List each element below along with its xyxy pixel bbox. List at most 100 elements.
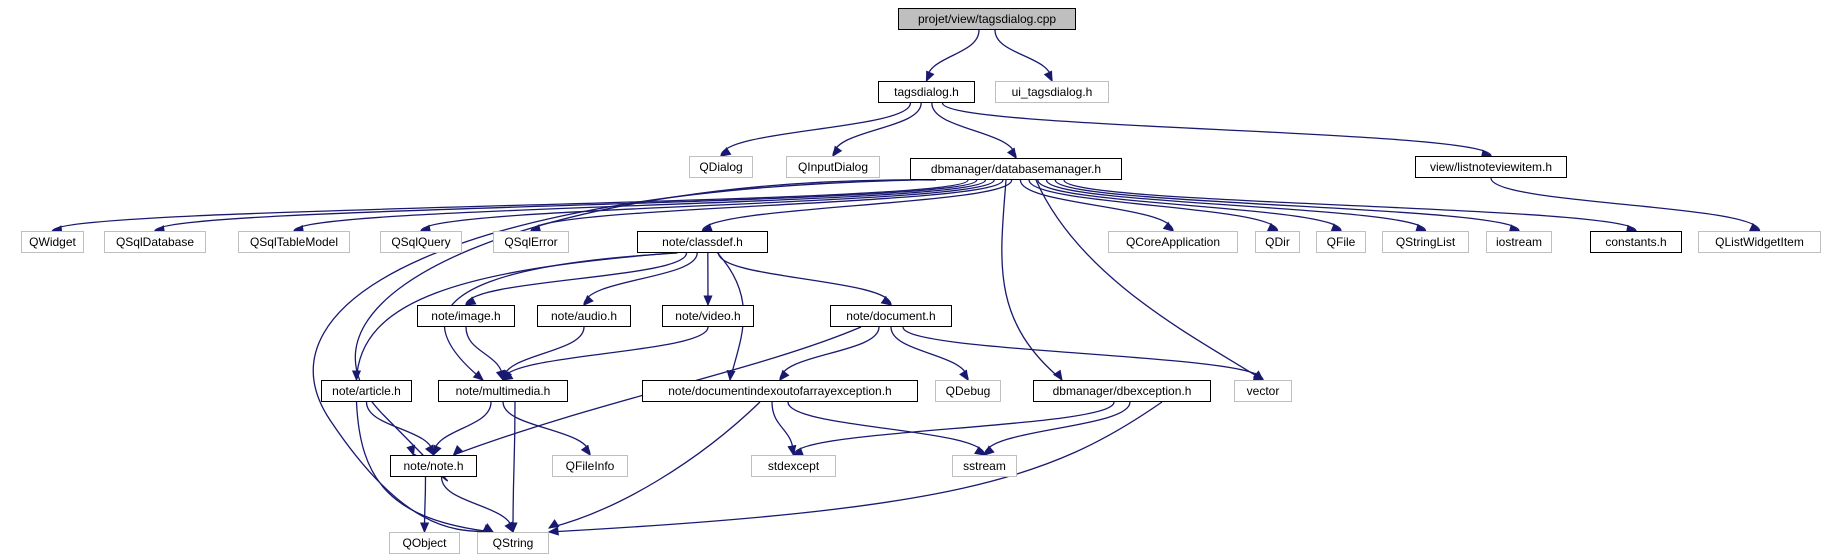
arrowhead-databasemanager-to-qdir bbox=[1266, 222, 1279, 232]
arrowhead-docexc-to-qstring bbox=[547, 519, 560, 529]
edge-article-to-note bbox=[365, 401, 435, 456]
edge-classdef-to-multimedia bbox=[443, 252, 678, 381]
node-multimedia[interactable]: note/multimedia.h bbox=[438, 380, 568, 402]
node-qfileinfo: QFileInfo bbox=[552, 455, 628, 477]
node-listnoteviewitem[interactable]: view/listnoteviewitem.h bbox=[1415, 156, 1567, 178]
edge-databasemanager-to-dbexception bbox=[1001, 179, 1063, 381]
arrowhead-document-to-docexc bbox=[779, 369, 790, 382]
edge-listnoteviewitem-to-qlistwidgetitem bbox=[1490, 177, 1761, 232]
edge-article-to-qstring bbox=[355, 401, 494, 533]
edge-databasemanager-to-vector bbox=[1035, 179, 1264, 381]
node-classdef[interactable]: note/classdef.h bbox=[637, 231, 768, 253]
node-article[interactable]: note/article.h bbox=[321, 380, 412, 402]
edge-docexc-to-qstring bbox=[548, 401, 761, 529]
arrowhead-classdef-to-audio bbox=[583, 294, 594, 306]
arrowhead-databasemanager-to-note bbox=[406, 444, 416, 457]
node-qsqldatabase: QSqlDatabase bbox=[104, 231, 206, 253]
node-sstream: sstream bbox=[952, 455, 1017, 477]
node-qwidget: QWidget bbox=[21, 231, 84, 253]
arrowhead-multimedia-to-note bbox=[432, 444, 442, 457]
node-databasemanager[interactable]: dbmanager/databasemanager.h bbox=[910, 158, 1122, 180]
node-qdialog: QDialog bbox=[689, 156, 753, 178]
edge-video-to-multimedia bbox=[502, 326, 709, 381]
node-qsqltablemodel: QSqlTableModel bbox=[238, 231, 350, 253]
node-audio[interactable]: note/audio.h bbox=[537, 305, 631, 327]
edge-tagsdialog-to-qdialog bbox=[720, 102, 912, 157]
node-stdexcept: stdexcept bbox=[751, 455, 836, 477]
edge-databasemanager-to-qsqlquery bbox=[420, 179, 995, 232]
edge-databasemanager-to-qcoreapplication bbox=[1019, 179, 1174, 232]
arrowhead-listnoteviewitem-to-qlistwidgetitem bbox=[1748, 222, 1761, 232]
arrowhead-note-to-qstring bbox=[504, 521, 514, 534]
arrowhead-article-to-note bbox=[424, 444, 435, 457]
node-image[interactable]: note/image.h bbox=[417, 305, 515, 327]
node-docexc[interactable]: note/documentindexoutofarrayexception.h bbox=[642, 380, 918, 402]
node-constants[interactable]: constants.h bbox=[1590, 231, 1682, 253]
node-qdir: QDir bbox=[1255, 231, 1300, 253]
arrowhead-root-to-tagsdialog bbox=[925, 70, 935, 83]
node-vector: vector bbox=[1234, 380, 1292, 402]
arrowhead-classdef-to-article bbox=[351, 370, 362, 382]
edge-databasemanager-to-iostream bbox=[1054, 179, 1520, 232]
edge-classdef-to-audio bbox=[583, 252, 698, 306]
node-note[interactable]: note/note.h bbox=[390, 455, 477, 477]
edge-databasemanager-to-note bbox=[354, 179, 937, 482]
edge-multimedia-to-qfileinfo bbox=[502, 401, 591, 456]
edge-databasemanager-to-qsqldatabase bbox=[154, 179, 978, 232]
arrowhead-multimedia-to-qfileinfo bbox=[580, 444, 591, 457]
node-qfile: QFile bbox=[1316, 231, 1366, 253]
node-qsqlquery: QSqlQuery bbox=[380, 231, 462, 253]
edge-root-to-ui_tagsdialog bbox=[994, 29, 1053, 82]
edge-audio-to-multimedia bbox=[502, 326, 585, 381]
node-qstringlist: QStringList bbox=[1382, 231, 1469, 253]
edge-multimedia-to-note bbox=[432, 401, 492, 456]
node-qlistwidgetitem: QListWidgetItem bbox=[1698, 231, 1821, 253]
arrowhead-tagsdialog-to-qinputdialog bbox=[832, 145, 843, 158]
arrowhead-classdef-to-docexc bbox=[726, 370, 736, 382]
node-video[interactable]: note/video.h bbox=[662, 305, 754, 327]
arrowhead-classdef-to-document bbox=[880, 295, 893, 306]
edge-databasemanager-to-qdir bbox=[1028, 179, 1279, 232]
arrowhead-docexc-to-sstream bbox=[974, 446, 986, 456]
node-qdebug: QDebug bbox=[935, 380, 1001, 402]
arrowhead-root-to-ui_tagsdialog bbox=[1043, 70, 1053, 83]
edge-docexc-to-sstream bbox=[787, 401, 986, 456]
edge-databasemanager-to-qstringlist bbox=[1045, 179, 1427, 232]
edge-tagsdialog-to-listnoteviewitem bbox=[941, 102, 1492, 157]
arrowhead-tagsdialog-to-qdialog bbox=[719, 146, 732, 157]
edge-databasemanager-to-constants bbox=[1063, 179, 1637, 232]
edge-databasemanager-to-qwidget bbox=[51, 179, 969, 232]
node-qinputdialog: QInputDialog bbox=[786, 156, 880, 178]
node-qsqlerror: QSqlError bbox=[493, 231, 569, 253]
edge-multimedia-to-qstring bbox=[512, 401, 516, 533]
edge-dbexception-to-stdexcept bbox=[792, 401, 1115, 456]
edge-root-to-tagsdialog bbox=[925, 29, 980, 82]
node-ui_tagsdialog: ui_tagsdialog.h bbox=[995, 81, 1109, 103]
arrowhead-dbexception-to-sstream bbox=[983, 445, 995, 456]
node-dbexception[interactable]: dbmanager/dbexception.h bbox=[1033, 380, 1211, 402]
arrowhead-databasemanager-to-qcoreapplication bbox=[1162, 221, 1175, 232]
node-iostream: iostream bbox=[1486, 231, 1552, 253]
edge-note-to-qstring bbox=[440, 476, 514, 533]
arrowhead-dbexception-to-qstring bbox=[547, 526, 559, 536]
edge-document-to-docexc bbox=[779, 326, 880, 381]
node-root[interactable]: projet/view/tagsdialog.cpp bbox=[898, 8, 1076, 30]
node-document[interactable]: note/document.h bbox=[830, 305, 952, 327]
edge-tagsdialog-to-databasemanager bbox=[931, 102, 1017, 159]
edge-dbexception-to-sstream bbox=[983, 401, 1131, 456]
edge-document-to-qdebug bbox=[890, 326, 969, 381]
edge-document-to-vector bbox=[902, 326, 1264, 381]
arrowhead-tagsdialog-to-databasemanager bbox=[1006, 147, 1017, 160]
edge-databasemanager-to-qfile bbox=[1037, 179, 1342, 232]
arrowhead-document-to-note bbox=[452, 445, 464, 456]
node-qobject: QObject bbox=[389, 532, 460, 554]
edge-databasemanager-to-qsqltablemodel bbox=[293, 179, 987, 232]
arrowhead-classdef-to-video bbox=[703, 295, 713, 307]
edge-databasemanager-to-qstring bbox=[312, 179, 917, 533]
arrowhead-classdef-to-image bbox=[464, 296, 477, 306]
node-qcoreapplication: QCoreApplication bbox=[1108, 231, 1238, 253]
node-tagsdialog[interactable]: tagsdialog.h bbox=[878, 81, 975, 103]
arrowhead-classdef-to-multimedia bbox=[472, 370, 484, 381]
